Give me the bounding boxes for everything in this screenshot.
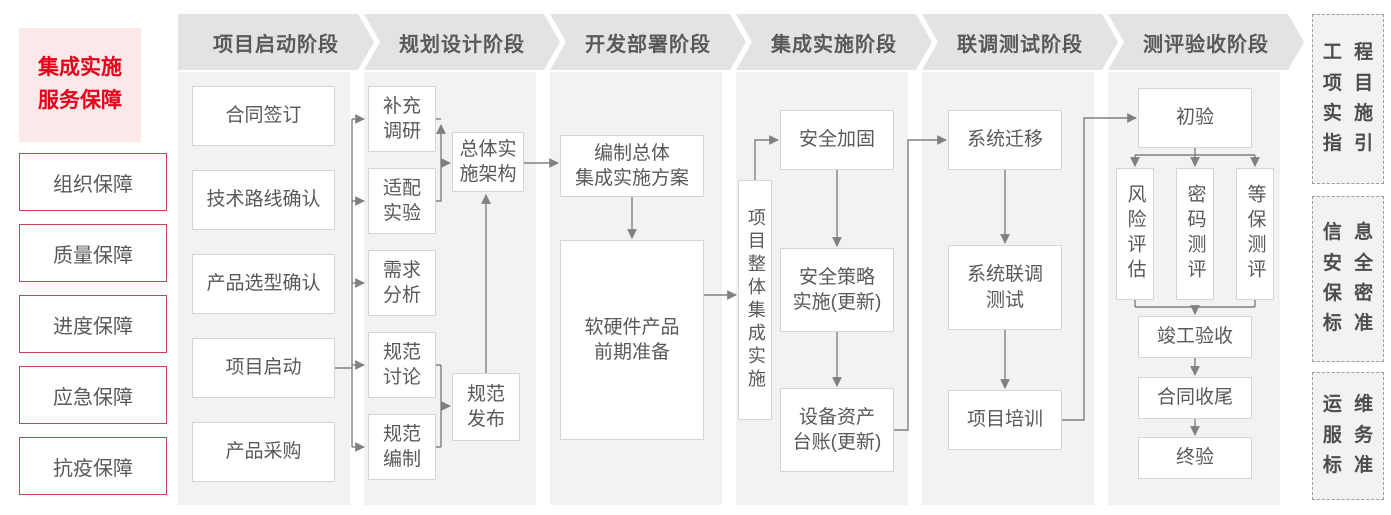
flow-box-completion-acceptance: 竣工验收	[1138, 316, 1252, 358]
sidebar-item-schedule-guarantee: 进度保障	[19, 295, 167, 353]
stage-header-joint-testing: 联调测试阶段	[922, 14, 1118, 70]
sidebar-item-emergency-guarantee: 应急保障	[19, 366, 167, 424]
stage-header-label: 测评验收阶段	[1143, 33, 1269, 56]
flow-box-adaptation-experiment: 适配 实验	[368, 168, 436, 234]
flow-box-contract-closure: 合同收尾	[1138, 377, 1252, 419]
sidebar-item-organization-guarantee: 组织保障	[19, 153, 167, 211]
stage-header-integration-implementation: 集成实施阶段	[736, 14, 932, 70]
reference-engineering-project-guide: 工 程 项 目 实 施 指 引	[1312, 14, 1384, 184]
stage-header-label: 开发部署阶段	[585, 33, 711, 56]
flow-box-final-acceptance: 终验	[1138, 437, 1252, 479]
flow-box-classified-protection-evaluation: 等保测评	[1236, 168, 1274, 300]
flow-box-crypto-evaluation: 密码测评	[1176, 168, 1214, 300]
stage-header-evaluation-acceptance: 测评验收阶段	[1108, 14, 1304, 70]
flow-box-overall-project-integration: 项目整体集成实施	[738, 180, 772, 420]
reference-info-security-standard: 信 息 安 全 保 密 标 准	[1312, 196, 1384, 362]
stage-header-planning-design: 规划设计阶段	[364, 14, 560, 70]
flow-box-supplementary-research: 补充 调研	[368, 86, 436, 152]
flow-box-project-training: 项目培训	[948, 390, 1062, 450]
stage-header-dev-deployment: 开发部署阶段	[550, 14, 746, 70]
flow-box-product-procurement: 产品采购	[192, 422, 335, 482]
flow-box-asset-ledger: 设备资产 台账(更新)	[780, 388, 894, 472]
flow-box-system-migration: 系统迁移	[948, 110, 1062, 170]
flow-box-risk-assessment: 风险评估	[1116, 168, 1154, 300]
flow-box-security-hardening: 安全加固	[780, 110, 894, 170]
flow-box-requirement-analysis: 需求 分析	[368, 250, 436, 316]
flow-box-product-selection-confirm: 产品选型确认	[192, 254, 335, 314]
sidebar-item-quality-guarantee: 质量保障	[19, 224, 167, 282]
flow-box-initial-acceptance: 初验	[1138, 88, 1252, 148]
stage-header-label: 规划设计阶段	[399, 33, 525, 56]
flow-box-overall-implementation-architecture: 总体实 施架构	[452, 132, 524, 192]
flow-box-early-preparation: 软硬件产品 前期准备	[560, 240, 704, 440]
stage-header-label: 联调测试阶段	[957, 33, 1083, 56]
flow-box-joint-debug-test: 系统联调 测试	[948, 245, 1062, 330]
flow-box-project-kickoff: 项目启动	[192, 338, 335, 398]
flow-box-tech-route-confirm: 技术路线确认	[192, 170, 335, 230]
sidebar-item-epidemic-guarantee: 抗疫保障	[19, 437, 167, 495]
flow-box-security-policy: 安全策略 实施(更新)	[780, 248, 894, 332]
reference-ops-service-standard: 运 维 服 务 标 准	[1312, 372, 1384, 500]
stage-header-project-kickoff: 项目启动阶段	[178, 14, 374, 70]
flow-box-spec-drafting: 规范 编制	[368, 414, 436, 480]
sidebar-title: 集成实施 服务保障	[19, 28, 141, 142]
flow-box-overall-integration-plan: 编制总体 集成实施方案	[560, 135, 704, 197]
flow-box-spec-release: 规范 发布	[452, 373, 520, 441]
flow-box-contract-signing: 合同签订	[192, 86, 335, 146]
stage-header-label: 集成实施阶段	[771, 33, 897, 56]
stage-header-label: 项目启动阶段	[213, 33, 339, 56]
flow-box-spec-discussion: 规范 讨论	[368, 332, 436, 398]
